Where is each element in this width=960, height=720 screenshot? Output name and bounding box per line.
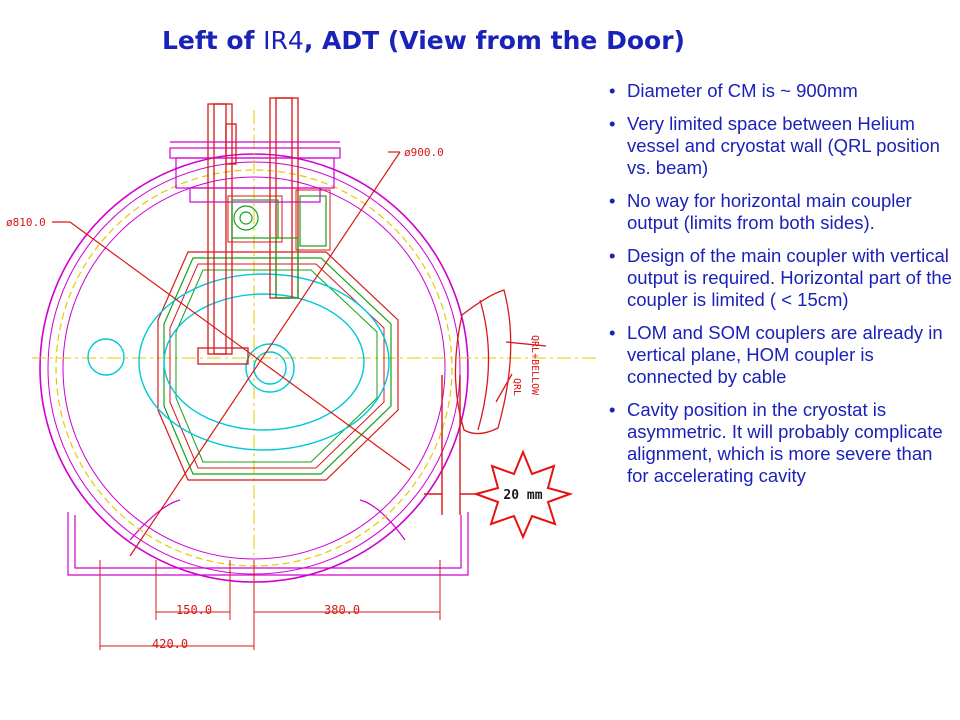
centerlines — [32, 110, 600, 600]
slide-title: Left of IR4, ADT (View from the Door) — [162, 26, 685, 55]
callout-text: 20 mm — [503, 488, 542, 503]
dim-420-label: 420.0 — [152, 637, 188, 651]
dimension-lines — [99, 560, 441, 650]
qrl-bellow-label: QRL+BELLOW — [529, 335, 540, 396]
dim-150-label: 150.0 — [176, 603, 212, 617]
qrl-envelope — [454, 289, 547, 435]
helium-vessel-cavity — [138, 273, 390, 451]
bullet-item: Very limited space between Helium vessel… — [609, 113, 954, 179]
vertical-couplers — [197, 97, 299, 365]
gap-callout: 20 mm — [472, 449, 574, 540]
bullet-item: Diameter of CM is ~ 900mm — [609, 80, 954, 102]
bullet-list: Diameter of CM is ~ 900mm Very limited s… — [609, 80, 954, 498]
top-flange — [169, 141, 341, 203]
support-base — [67, 499, 469, 576]
diameter-outer-label: ø900.0 — [404, 146, 444, 159]
bullet-item: LOM and SOM couplers are already in vert… — [609, 322, 954, 388]
diameter-inner-label: ø810.0 — [6, 216, 46, 229]
bullet-item: Cavity position in the cryostat is asymm… — [609, 399, 954, 487]
gap-marker — [424, 375, 478, 515]
callout-star — [472, 449, 574, 540]
thermal-shield — [157, 251, 399, 481]
bullet-item: No way for horizontal main coupler outpu… — [609, 190, 954, 234]
bullet-item: Design of the main coupler with vertical… — [609, 245, 954, 311]
coupler-block-red — [227, 189, 331, 251]
dim-380-label: 380.0 — [324, 603, 360, 617]
qrl-label: QRL — [511, 378, 522, 396]
side-port — [87, 338, 125, 376]
coupler-block — [231, 195, 327, 299]
diameter-leaders — [52, 151, 411, 557]
